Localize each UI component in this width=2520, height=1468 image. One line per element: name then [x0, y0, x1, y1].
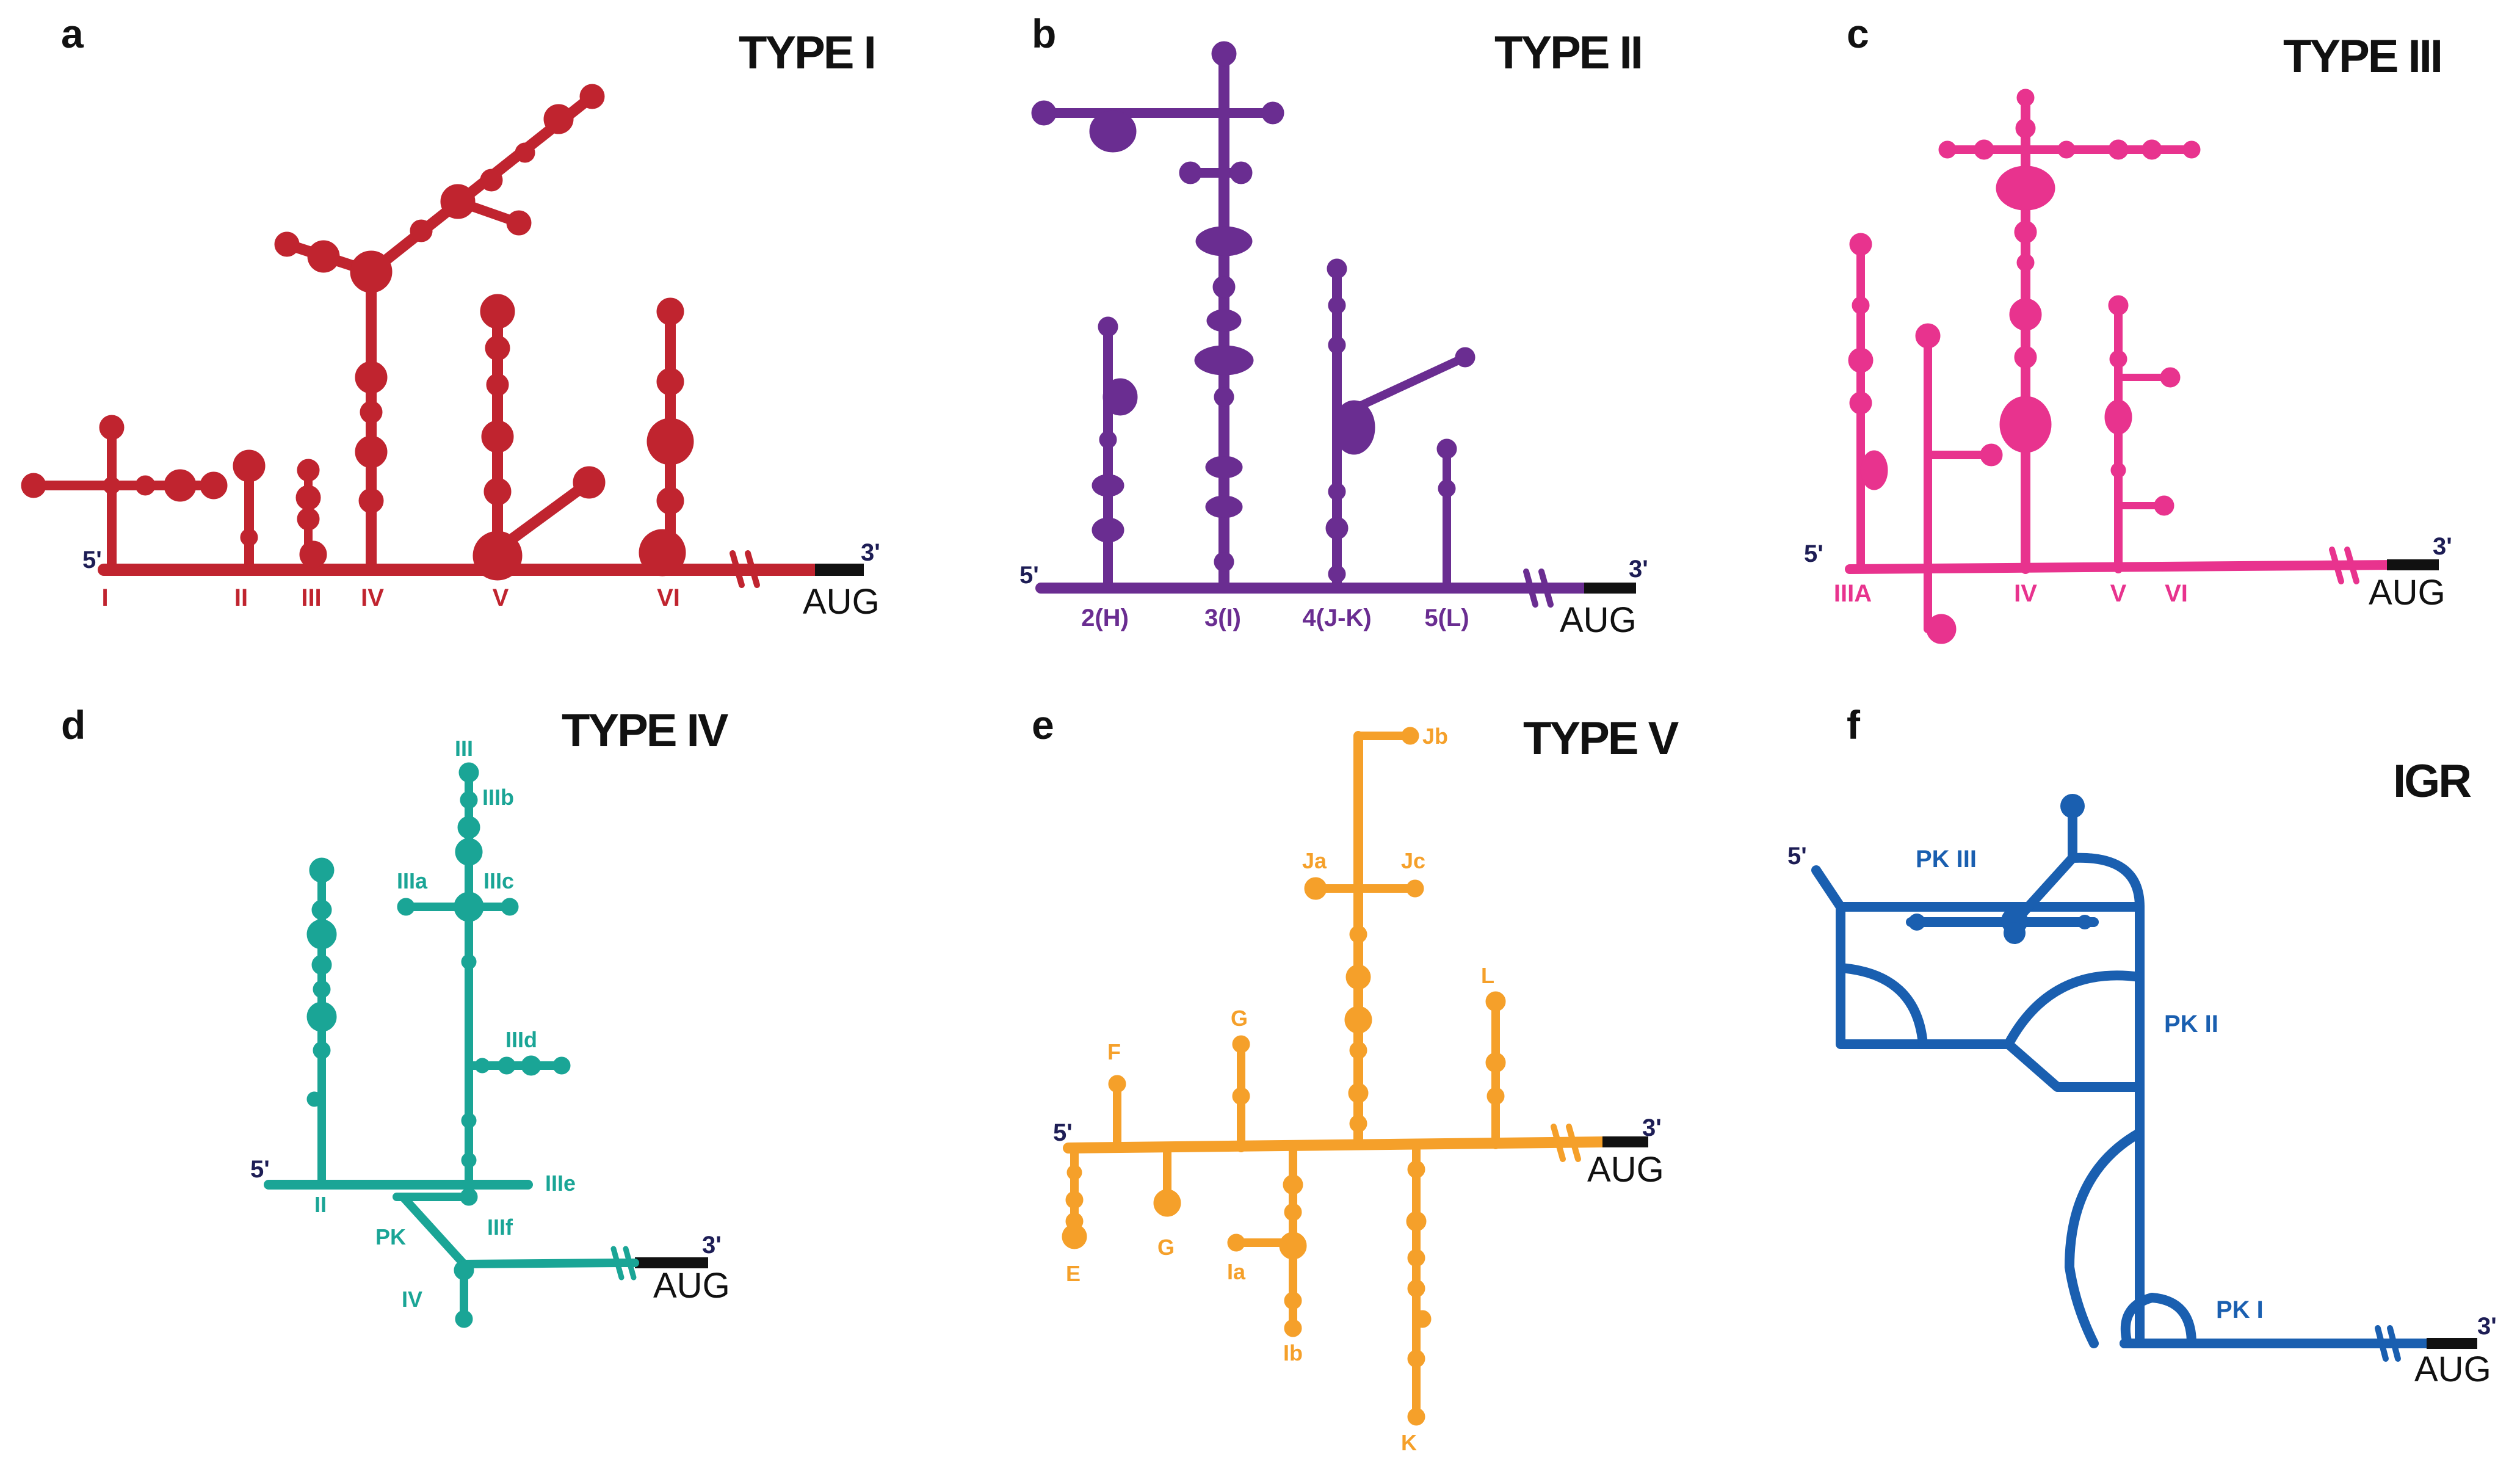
- panel-f-domain-label: PK II: [2164, 1011, 2218, 1037]
- panel-d-domain-label: PK: [375, 1224, 406, 1249]
- panel-a-structure: [21, 84, 864, 588]
- panel-e-domain-label: L: [1481, 963, 1494, 988]
- panel-d-domain-label: III: [455, 736, 473, 761]
- panel-b-aug: AUG: [1560, 600, 1637, 640]
- panel-a-domain-label: II: [234, 584, 248, 611]
- panel-b-type-ii: b TYPE II: [1019, 11, 1648, 640]
- panel-d-domain-label: IIIc: [483, 868, 514, 893]
- panel-b-domain-label: 2(H): [1081, 605, 1129, 631]
- panel-e-domain-label: K: [1401, 1430, 1417, 1455]
- panel-e-domain-label: E: [1066, 1261, 1081, 1286]
- panel-f-five-prime: 5': [1787, 843, 1807, 870]
- panel-e-domain-label: Ia: [1227, 1259, 1246, 1284]
- panel-e-domain-label: Jc: [1401, 848, 1425, 873]
- panel-d-aug: AUG: [653, 1266, 730, 1306]
- panel-d-letter: d: [61, 702, 85, 747]
- panel-d-domain-label: IIIa: [397, 868, 428, 893]
- panel-e-three-prime: 3': [1642, 1114, 1662, 1141]
- panel-d-five-prime: 5': [250, 1156, 270, 1183]
- panel-a-type-i: a TYPE I: [21, 11, 880, 622]
- panel-d-domain-label: II: [314, 1192, 327, 1217]
- panel-b-domain-label: 3(I): [1204, 605, 1241, 631]
- panel-e-five-prime: 5': [1053, 1119, 1073, 1146]
- panel-d-domain-label: IV: [402, 1287, 422, 1312]
- panel-b-letter: b: [1032, 11, 1056, 56]
- panel-d-type-iv: d TYPE IV: [61, 702, 731, 1328]
- panel-c-domain-label: IIIA: [1834, 580, 1872, 607]
- panel-c-domain-label: VI: [2165, 580, 2188, 607]
- panel-a-domain-label: IV: [361, 584, 384, 611]
- panel-e-letter: e: [1032, 702, 1054, 747]
- panel-e-type-v: e TYPE V: [1032, 702, 1681, 1455]
- panel-f-igr: f IGR: [1787, 702, 2497, 1389]
- panel-c-aug: AUG: [2369, 573, 2446, 612]
- panel-f-title: IGR: [2393, 755, 2471, 807]
- panel-b-three-prime: 3': [1629, 556, 1648, 583]
- panel-a-domain-label: III: [301, 584, 321, 611]
- panel-e-domain-label: G: [1231, 1006, 1248, 1031]
- panel-a-five-prime: 5': [82, 547, 102, 573]
- panel-a-letter: a: [61, 11, 84, 56]
- panel-b-domain-label: 4(J-K): [1302, 605, 1371, 631]
- panel-f-domain-label: PK III: [1916, 846, 1977, 873]
- panel-c-five-prime: 5': [1804, 540, 1823, 567]
- panel-c-domain-label: IV: [2014, 580, 2037, 607]
- panel-e-domain-label: Jb: [1422, 724, 1448, 749]
- panel-e-domain-label: F: [1107, 1039, 1121, 1064]
- panel-c-letter: c: [1847, 11, 1869, 56]
- panel-d-structure: [264, 762, 708, 1328]
- panel-d-title: TYPE IV: [562, 705, 729, 757]
- panel-b-domain-label: 5(L): [1424, 605, 1469, 631]
- panel-a-aug: AUG: [803, 582, 880, 622]
- panel-b-five-prime: 5': [1019, 562, 1039, 589]
- panel-d-domain-label: IIIb: [482, 785, 514, 810]
- panel-d-domain-label: IIIf: [487, 1215, 513, 1240]
- panel-c-structure: [1845, 89, 2439, 644]
- panel-b-title: TYPE II: [1494, 27, 1642, 79]
- panel-d-domain-label: IIIe: [545, 1171, 576, 1196]
- panel-a-domain-label: V: [493, 584, 509, 611]
- panel-a-domain-label: I: [101, 584, 108, 611]
- panel-f-nodes: [1908, 794, 2092, 944]
- panel-c-title: TYPE III: [2283, 31, 2441, 82]
- panel-e-aug: AUG: [1587, 1150, 1664, 1190]
- panel-b-structure: [1031, 41, 1636, 608]
- panel-f-letter: f: [1847, 702, 1861, 747]
- panel-a-domain-label: VI: [657, 584, 680, 611]
- panel-f-structure: [1811, 801, 2477, 1362]
- panel-c-three-prime: 3': [2433, 533, 2452, 560]
- panel-f-aug: AUG: [2414, 1350, 2491, 1389]
- panel-f-three-prime: 3': [2477, 1313, 2497, 1340]
- panel-e-domain-label: Ib: [1283, 1340, 1303, 1365]
- panel-a-title: TYPE I: [739, 27, 875, 79]
- panel-a-three-prime: 3': [861, 539, 880, 566]
- panel-d-three-prime: 3': [702, 1232, 722, 1259]
- panel-e-title: TYPE V: [1523, 713, 1679, 765]
- panel-e-structure: [1062, 727, 1648, 1426]
- panel-c-domain-label: V: [2110, 580, 2127, 607]
- panel-c-type-iii: c TYPE III: [1804, 11, 2452, 644]
- panel-f-domain-label: PK I: [2216, 1296, 2264, 1323]
- panel-d-domain-label: IIId: [505, 1027, 537, 1052]
- panel-e-domain-label: Ja: [1302, 848, 1327, 873]
- panel-e-domain-label: G: [1157, 1235, 1175, 1260]
